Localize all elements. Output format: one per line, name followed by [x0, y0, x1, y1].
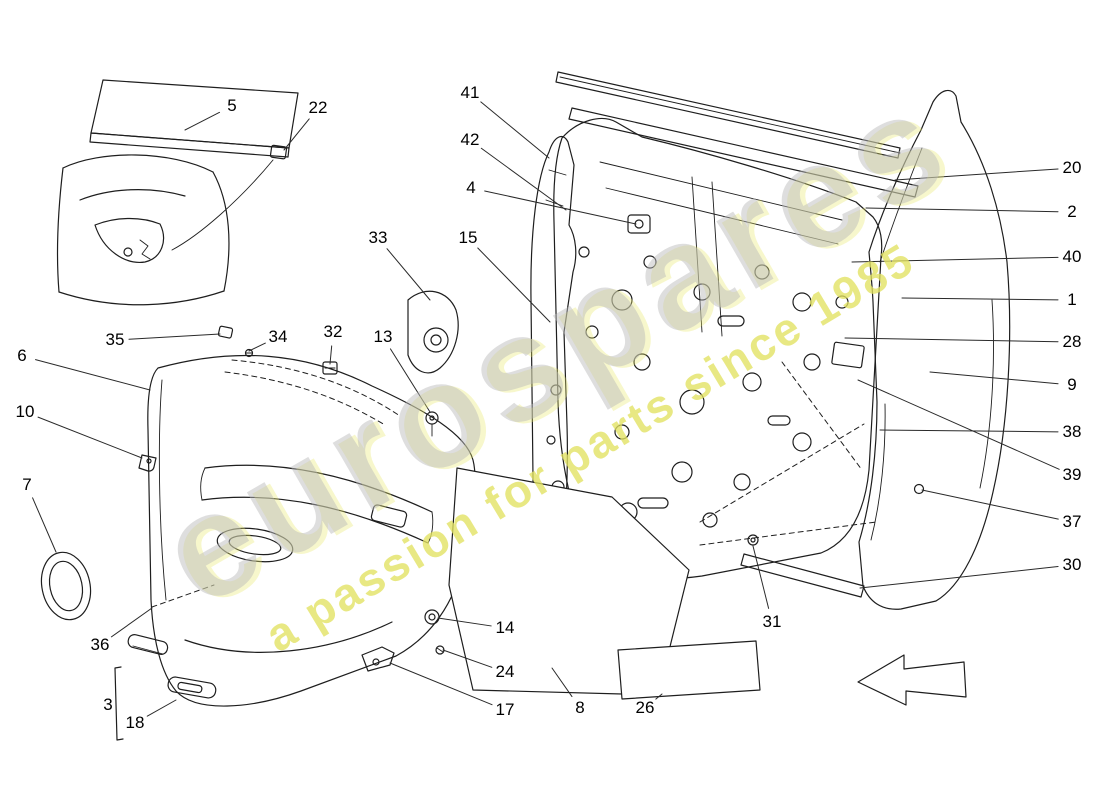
leader-line-42	[480, 147, 567, 211]
leader-line-14	[437, 617, 492, 627]
trim-fasteners-drawing	[138, 325, 445, 672]
leader-line-28	[844, 337, 1059, 343]
weatherstrip-drawing	[555, 71, 919, 198]
sill-strip-drawing	[740, 534, 865, 598]
leader-line-15	[477, 247, 551, 323]
door-inner-panel-drawing	[553, 117, 883, 580]
leader-line-9	[929, 371, 1059, 385]
leader-line-37	[921, 489, 1059, 520]
leader-line-10	[37, 416, 143, 459]
leader-line-6	[35, 359, 151, 391]
insulation-panel-drawing	[617, 640, 761, 700]
leader-line-24	[442, 649, 493, 668]
leader-line-5	[184, 111, 221, 131]
leader-line-1	[901, 297, 1059, 301]
leader-line-20	[894, 168, 1059, 181]
leader-line-7	[32, 497, 57, 553]
leader-line-41	[480, 101, 550, 159]
leader-line-2	[865, 207, 1059, 213]
leader-line-33	[386, 248, 431, 301]
leader-line-30	[859, 566, 1059, 589]
leader-line-26	[655, 693, 663, 700]
leader-line-39	[857, 379, 1060, 470]
leader-line-32	[329, 345, 333, 365]
leader-line-8	[551, 667, 573, 698]
leader-line-40	[851, 256, 1059, 263]
courtesy-lamps-drawing	[114, 634, 217, 741]
door-trim-panel-drawing	[147, 290, 476, 707]
leader-lines	[32, 101, 1060, 717]
leader-line-17	[389, 662, 493, 706]
leader-line-22	[283, 118, 310, 151]
sunshade-inset-drawing	[56, 79, 299, 306]
speaker-ring-drawing	[40, 551, 92, 621]
leader-line-18	[146, 699, 177, 717]
leader-line-36	[110, 607, 153, 638]
leader-line-4	[484, 190, 637, 225]
leader-line-34	[248, 342, 266, 352]
leader-line-13	[389, 348, 431, 413]
leader-line-31	[752, 545, 770, 609]
door-outer-panel-drawing	[699, 89, 1011, 610]
leader-line-35	[128, 333, 221, 340]
direction-arrow	[857, 654, 967, 706]
leader-line-38	[879, 429, 1059, 433]
